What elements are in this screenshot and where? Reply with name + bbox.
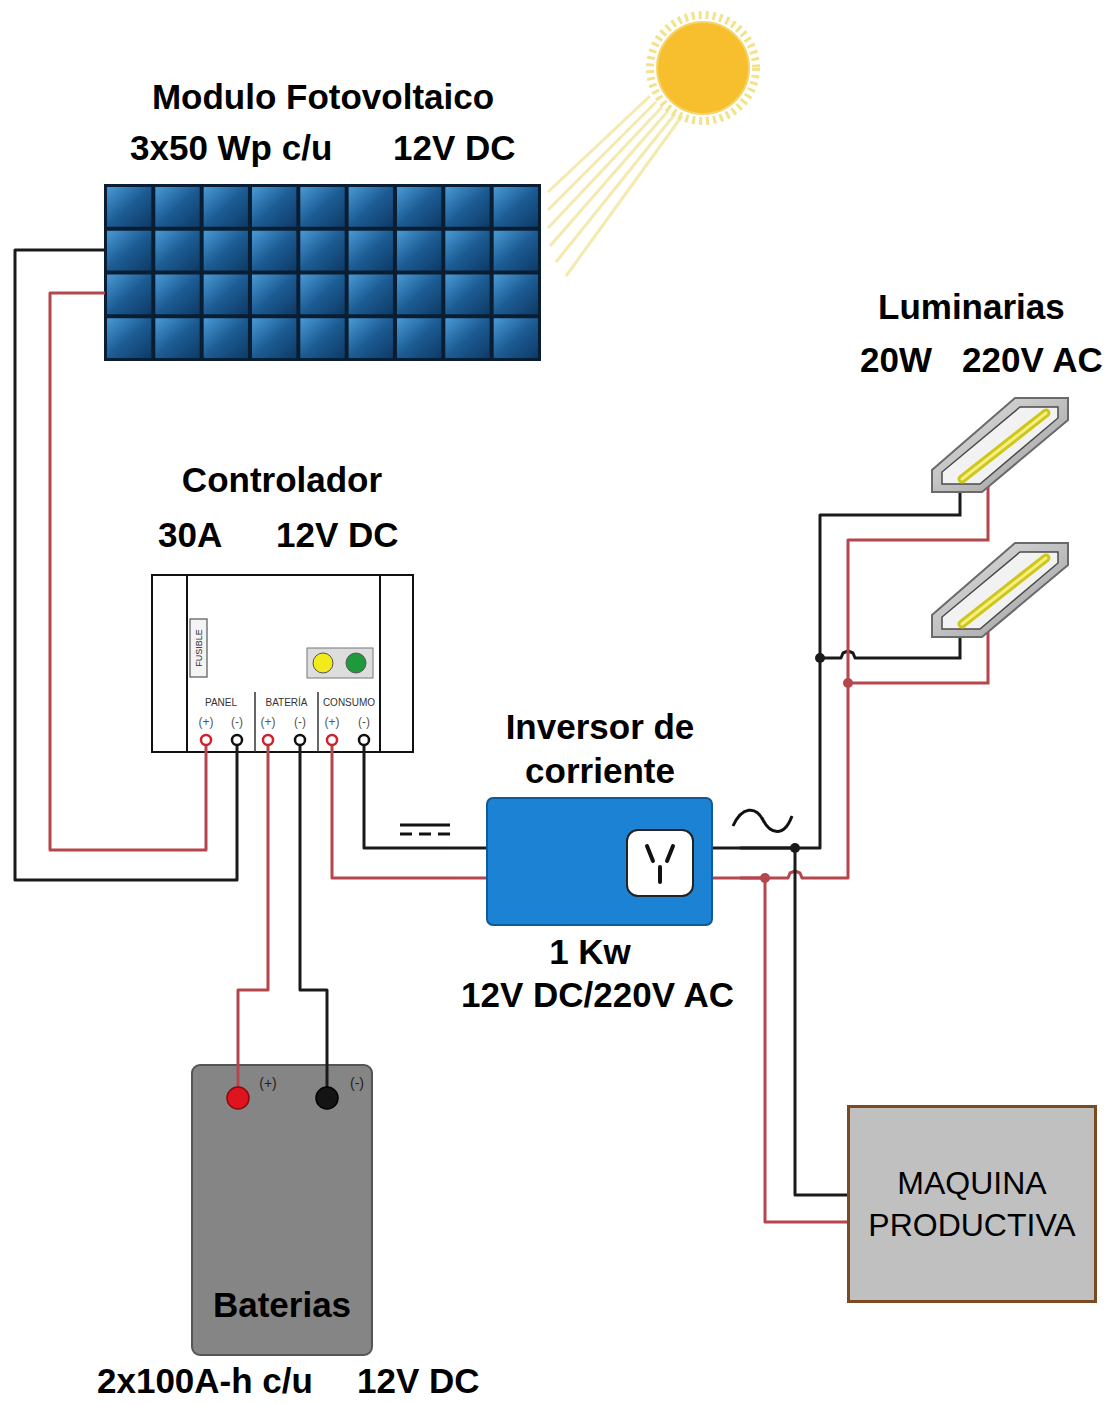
terminal-group-label: BATERÍA (256, 697, 318, 709)
terminal-polarity: (+) (254, 715, 282, 729)
battery-voltage: 12V DC (357, 1364, 480, 1398)
lamp-group: Luminarias 20W 220V AC (858, 285, 1108, 650)
terminal-group-label: PANEL (191, 697, 251, 709)
dc-symbol (400, 825, 450, 834)
wire (15, 250, 237, 880)
wire-pair (332, 752, 455, 878)
fuse-label: FUSIBLE (193, 620, 205, 676)
wire (364, 752, 455, 848)
battery-heading: Baterias (197, 1285, 367, 1325)
terminal-polarity: (-) (223, 715, 251, 729)
controller-current: 30A (158, 515, 222, 555)
wire-pair (740, 515, 858, 878)
wire (332, 752, 455, 878)
junction-dot (760, 873, 770, 883)
inverter-power: 1 Kw (490, 932, 690, 972)
solar-panel-grid (105, 185, 540, 360)
panel-voltage: 12V DC (393, 128, 516, 168)
lamp-symbol (932, 543, 1068, 637)
power-inverter: Inversor de corriente1 Kw12V DC/220V AC (455, 705, 740, 1010)
sun-glow (650, 15, 756, 121)
machine-box: MAQUINA PRODUCTIVA (847, 1105, 1097, 1303)
machine-label: MAQUINA PRODUCTIVA (857, 1162, 1087, 1246)
inverter-voltage: 12V DC/220V AC (455, 975, 740, 1015)
panel-heading: Modulo Fotovoltaico (113, 77, 533, 117)
junction-dot (843, 678, 853, 688)
terminal-polarity: (+) (318, 715, 346, 729)
controller-heading: Controlador (155, 460, 410, 500)
solar-panel: Modulo Fotovoltaico 3x50 Wp c/u 12V DC (105, 75, 540, 360)
junction-dot (790, 843, 800, 853)
charge-controller: Controlador 30A 12V DC FUSIBLE PANEL BATERÍAC… (152, 460, 413, 752)
panel-spec: 3x50 Wp c/u (130, 128, 332, 168)
battery-bank: Baterias (+) (-) 2x100A-h c/u 12V DC (95, 1065, 485, 1400)
wire (740, 540, 858, 878)
inverter-heading: Inversor de corriente (480, 705, 720, 793)
terminal-polarity: (-) (342, 1075, 372, 1091)
wire (740, 878, 847, 1222)
terminal-polarity: (+) (192, 715, 220, 729)
controller-housing (152, 575, 413, 752)
ac-symbol (733, 810, 792, 831)
wire (740, 848, 847, 1195)
terminal-polarity: (-) (286, 715, 314, 729)
wire-pair (15, 250, 237, 880)
junction-dot (815, 653, 825, 663)
terminal-polarity: (-) (350, 715, 378, 729)
battery-capacity: 2x100A-h c/u (97, 1364, 313, 1398)
wire (740, 515, 858, 848)
terminal-group-label: CONSUMO (318, 697, 380, 709)
lamp-voltage: 220V AC (962, 340, 1103, 380)
wire (50, 293, 206, 850)
wire-pair (238, 752, 327, 1065)
lamp-symbol (932, 398, 1068, 492)
battery-body (192, 1065, 372, 1355)
wire (300, 752, 327, 1065)
sun (657, 22, 749, 114)
wire (820, 651, 858, 658)
wire (238, 752, 268, 1065)
lamp-heading: Luminarias (878, 287, 1065, 327)
wire-pair (740, 848, 847, 1222)
terminal-polarity: (+) (253, 1075, 283, 1091)
controller-voltage: 12V DC (276, 515, 399, 555)
sun-beams (548, 96, 682, 276)
inverter-body (455, 798, 740, 925)
lamp-power: 20W (860, 340, 932, 380)
